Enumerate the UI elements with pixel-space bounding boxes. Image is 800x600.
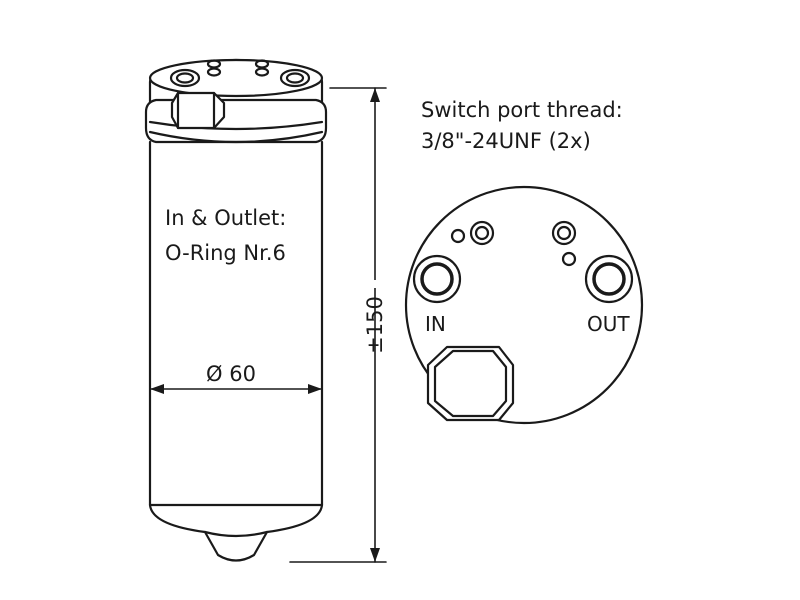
top-port-out-outer bbox=[279, 68, 311, 88]
switch-port-left-inner bbox=[474, 225, 490, 241]
top-port-in-outer bbox=[169, 68, 201, 88]
height-dimension bbox=[289, 87, 396, 563]
top-switch-port-a2 bbox=[206, 67, 222, 77]
out-port-outer bbox=[584, 254, 634, 304]
switch-port-thread-spec: 3/8"-24UNF (2x) bbox=[421, 129, 591, 153]
top-view-hex-nut bbox=[426, 345, 515, 422]
diameter-dimension bbox=[149, 384, 323, 394]
switch-port-left-small bbox=[450, 228, 466, 244]
switch-port-right-inner bbox=[556, 225, 572, 241]
diameter-label: Ø 60 bbox=[206, 362, 256, 386]
canister-body bbox=[148, 140, 324, 507]
out-port-inner bbox=[592, 262, 626, 296]
switch-port-right-small bbox=[561, 251, 577, 267]
switch-port-thread-label: Switch port thread: bbox=[421, 98, 623, 122]
canister-bottom-taper bbox=[148, 503, 324, 562]
canister-bottom-tip bbox=[203, 530, 269, 538]
in-port-inner bbox=[420, 262, 454, 296]
top-port-in-inner bbox=[175, 72, 195, 84]
canister-side-view bbox=[144, 58, 328, 562]
top-hex-nut-edge bbox=[176, 91, 216, 130]
in-port-label: IN bbox=[425, 312, 446, 336]
canister-shoulder-ring-lower bbox=[148, 130, 324, 144]
top-hex-nut bbox=[170, 91, 226, 130]
top-view-hex-nut-inner bbox=[433, 349, 508, 418]
top-port-out-inner bbox=[285, 72, 305, 84]
in-port-outer bbox=[412, 254, 462, 304]
canister-shoulder-ring-inner bbox=[148, 120, 324, 131]
out-port-label: OUT bbox=[587, 312, 630, 336]
canister-top-view bbox=[404, 185, 644, 425]
switch-port-right-outer bbox=[551, 220, 577, 246]
height-label: ±150 bbox=[363, 296, 387, 354]
switch-port-left-outer bbox=[469, 220, 495, 246]
inlet-outlet-label: In & Outlet: bbox=[165, 206, 287, 230]
o-ring-spec: O-Ring Nr.6 bbox=[165, 241, 286, 265]
canister-cap-top-edge bbox=[148, 58, 324, 98]
top-switch-port-b2 bbox=[254, 67, 270, 77]
